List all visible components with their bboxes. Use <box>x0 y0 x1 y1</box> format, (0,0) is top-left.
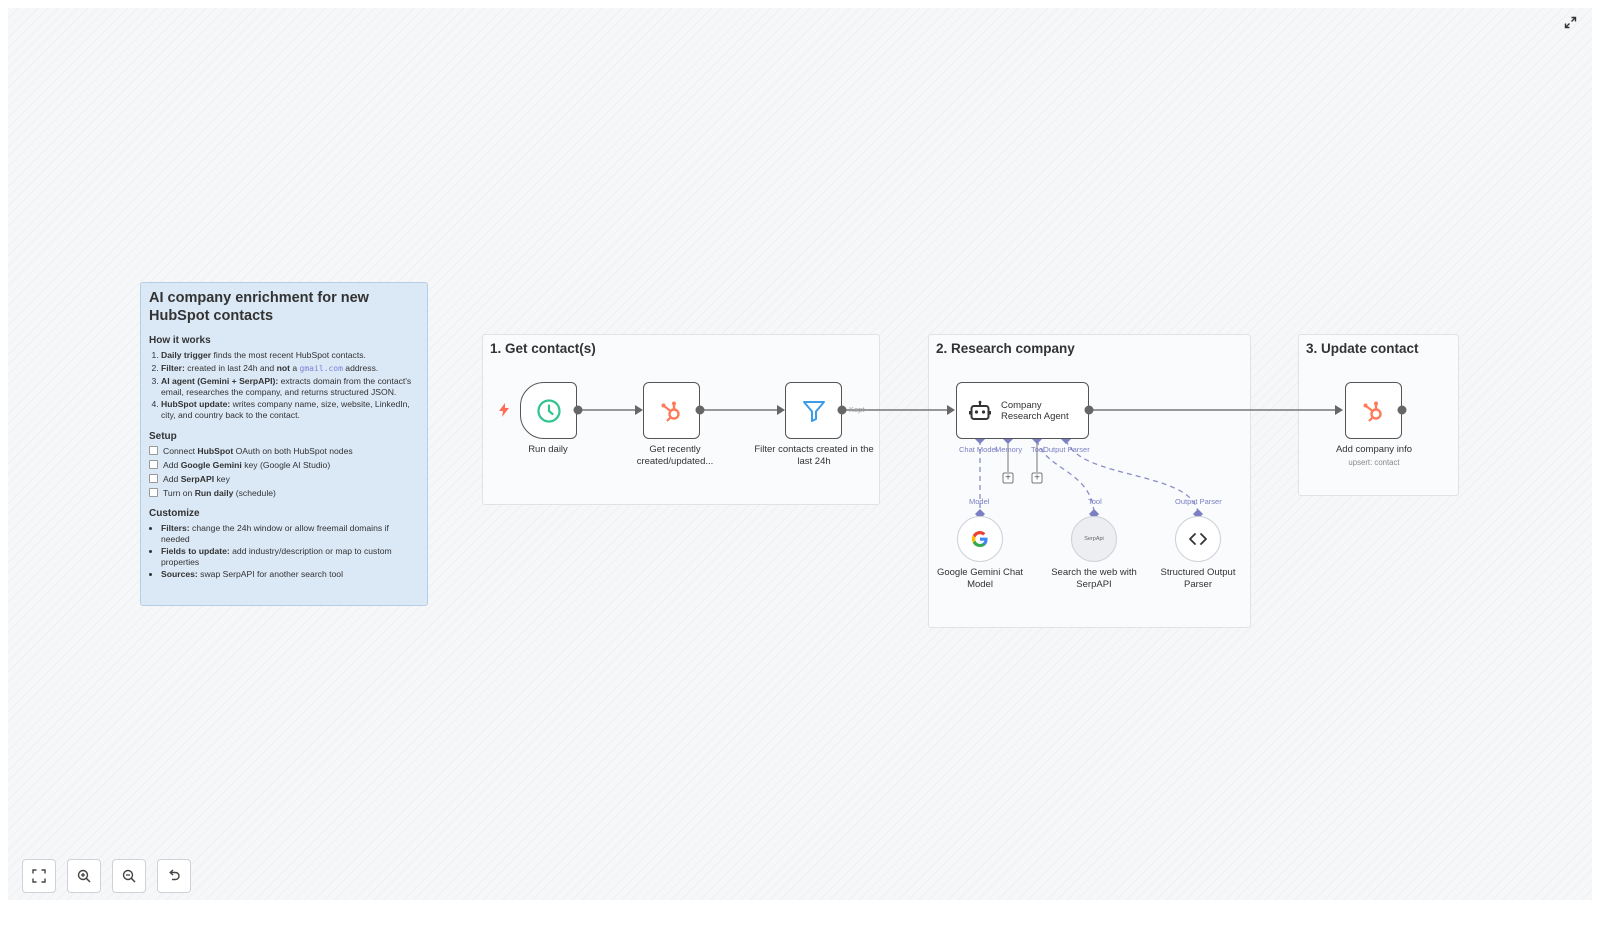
node-label: Run daily <box>528 444 568 455</box>
setup-checklist: Connect HubSpot OAuth on both HubSpot no… <box>149 446 419 499</box>
how-it-works-heading: How it works <box>149 335 211 346</box>
list-item: Filters: change the 24h window or allow … <box>161 523 419 544</box>
list-item: Sources: swap SerpAPI for another search… <box>161 569 419 580</box>
list-item: HubSpot update: writes company name, siz… <box>161 399 419 420</box>
hubspot-icon <box>1363 401 1382 422</box>
expand-button[interactable] <box>1560 12 1580 32</box>
code-brackets-icon <box>1189 533 1207 545</box>
output-handle[interactable] <box>695 405 705 415</box>
setup-heading: Setup <box>149 430 177 442</box>
zoom-in-icon <box>77 869 91 883</box>
list-item: Add Google Gemini key (Google AI Studio) <box>149 460 419 471</box>
get-recent-contacts-node[interactable] <box>643 382 700 439</box>
serpapi-logo: SerpApi <box>1084 536 1104 542</box>
node-label: Company Research Agent <box>1001 399 1069 422</box>
filter-contacts-node[interactable] <box>785 382 842 439</box>
reset-zoom-button[interactable] <box>157 859 191 893</box>
list-item: Add SerpAPI key <box>149 474 419 485</box>
add-memory-button[interactable]: + <box>1002 472 1014 484</box>
list-item: Filter: created in last 24h and not a gm… <box>161 363 419 375</box>
company-research-agent-node[interactable]: Company Research Agent <box>956 382 1089 439</box>
chat-model-connector-label: Chat Model <box>959 445 998 454</box>
gemini-chat-model-node[interactable] <box>957 516 1003 562</box>
add-company-info-node[interactable] <box>1345 382 1402 439</box>
robot-icon <box>969 400 991 420</box>
output-handle[interactable] <box>1397 405 1407 415</box>
output-handle[interactable] <box>837 405 847 415</box>
setup-checkbox[interactable] <box>149 488 158 498</box>
fit-view-button[interactable] <box>22 859 56 893</box>
note-title: AI company enrichment for new HubSpot co… <box>149 290 369 324</box>
undo-icon <box>169 869 180 881</box>
google-g-icon <box>971 531 988 548</box>
memory-connector-label: Memory <box>995 445 1023 454</box>
section-title: 1. Get contact(s) <box>490 341 596 356</box>
serpapi-tool-node[interactable]: SerpApi <box>1071 516 1117 562</box>
expand-icon <box>1564 16 1576 28</box>
run-daily-node[interactable] <box>520 382 577 439</box>
workflow-description-note[interactable]: AI company enrichment for new HubSpot co… <box>140 282 428 606</box>
node-label: Filter contacts created in the last 24h <box>754 444 874 467</box>
tool-connector-label: Tool <box>1031 445 1045 454</box>
zoom-out-icon <box>122 869 136 883</box>
zoom-out-button[interactable] <box>112 859 146 893</box>
node-label: Search the web with SerpAPI <box>1051 567 1137 590</box>
list-item: Turn on Run daily (schedule) <box>149 488 419 499</box>
filter-icon <box>802 400 825 422</box>
parser-input-label: Output Parser <box>1175 497 1222 506</box>
fit-view-icon <box>32 869 46 883</box>
structured-output-parser-node[interactable] <box>1175 516 1221 562</box>
node-label: Google Gemini Chat Model <box>936 567 1024 590</box>
list-item: Fields to update: add industry/descripti… <box>161 546 419 567</box>
tool-input-label: Tool <box>1088 497 1102 506</box>
section-title: 2. Research company <box>936 341 1075 356</box>
node-subtitle: upsert: contact <box>1348 458 1400 467</box>
setup-checkbox[interactable] <box>149 460 158 470</box>
output-parser-connector-label: Output Parser <box>1043 445 1090 454</box>
setup-checkbox[interactable] <box>149 474 158 484</box>
output-handle[interactable] <box>1084 405 1094 415</box>
customize-heading: Customize <box>149 508 200 520</box>
zoom-in-button[interactable] <box>67 859 101 893</box>
hubspot-icon <box>661 401 680 422</box>
kept-output-label: Kept <box>849 405 865 414</box>
list-item: Connect HubSpot OAuth on both HubSpot no… <box>149 446 419 457</box>
how-it-works-list: Daily trigger finds the most recent HubS… <box>149 350 419 421</box>
output-handle[interactable] <box>573 405 583 415</box>
model-input-label: Model <box>969 497 990 506</box>
list-item: AI agent (Gemini + SerpAPI): extracts do… <box>161 376 419 397</box>
customize-list: Filters: change the 24h window or allow … <box>149 523 419 580</box>
add-tool-button[interactable]: + <box>1031 472 1043 484</box>
section-title: 3. Update contact <box>1306 341 1419 356</box>
node-label: Structured Output Parser <box>1160 567 1236 590</box>
clock-icon <box>536 398 561 423</box>
node-label: Add company info <box>1335 444 1413 455</box>
list-item: Daily trigger finds the most recent HubS… <box>161 350 419 361</box>
trigger-bolt-icon <box>499 403 509 417</box>
node-label: Get recently created/updated... <box>636 444 714 467</box>
setup-checkbox[interactable] <box>149 446 158 456</box>
